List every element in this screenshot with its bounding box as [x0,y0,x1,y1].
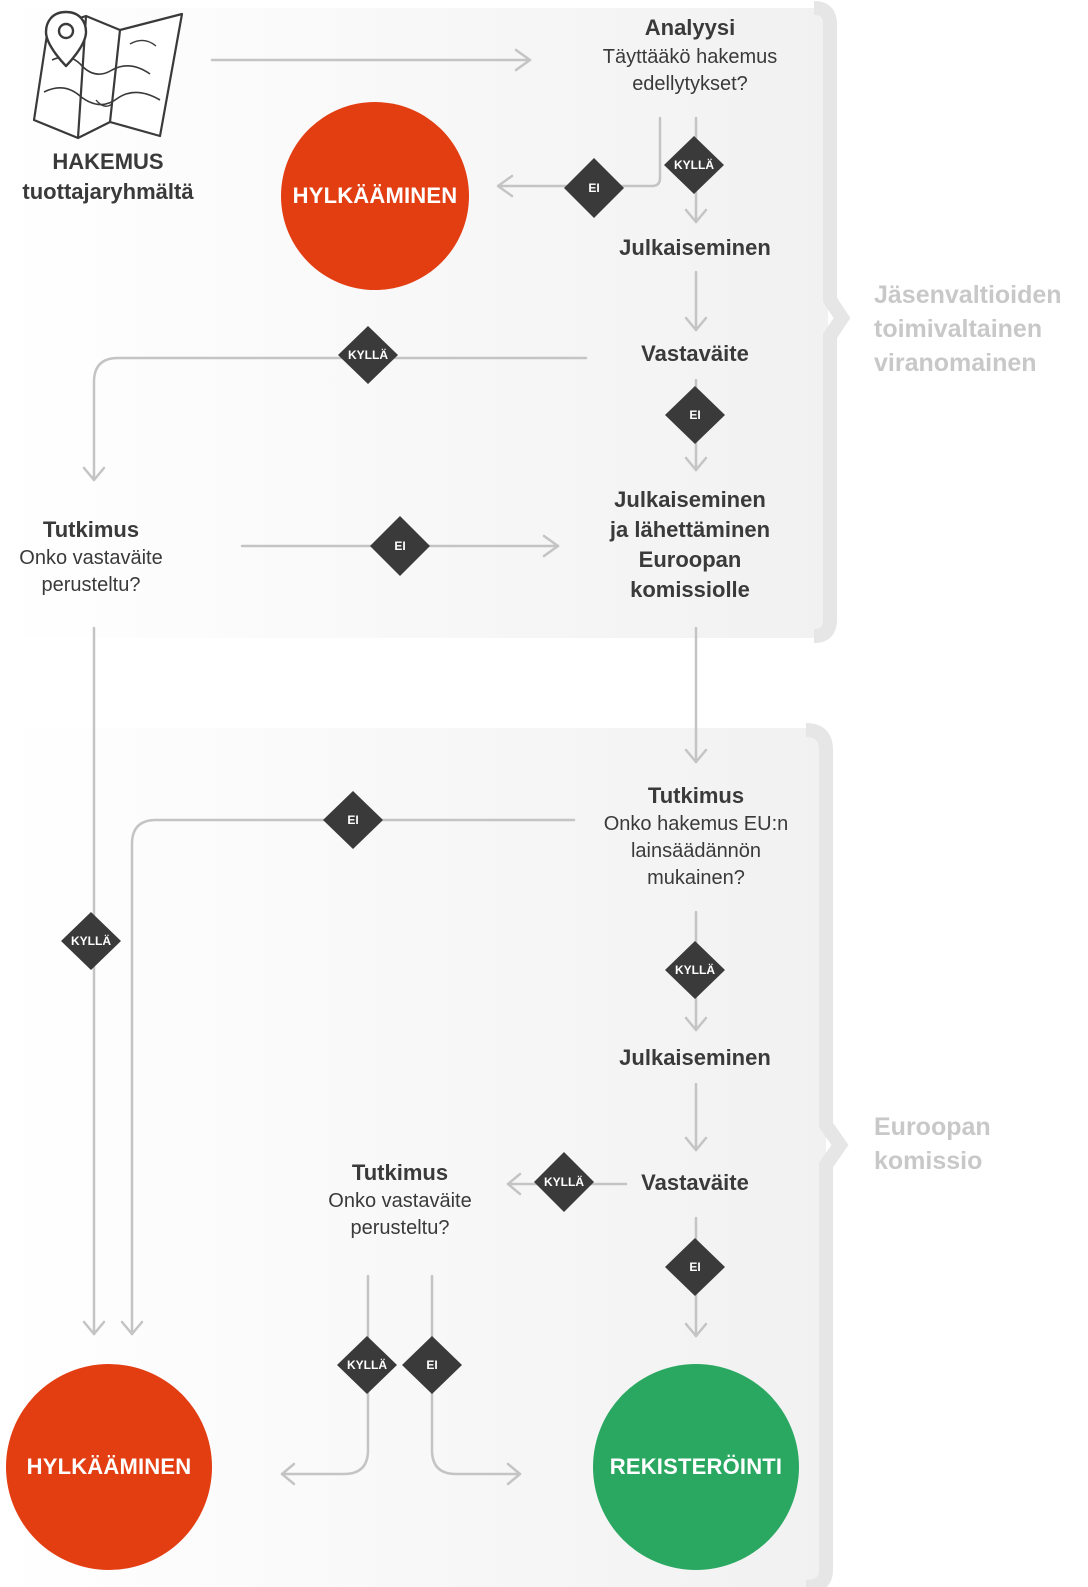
decision-commission-examination-no-label: EI [347,813,358,827]
examination-title: Tutkimus [42,517,140,542]
arrow-opposition-examination-reject [280,1274,370,1476]
commission-examination-question-line-3: mukainen? [647,867,745,889]
decision-commission-examination-no: EI [323,791,383,849]
commission-authority-line-2: komissio [874,1147,983,1175]
analysis-title: Analyysi [644,15,736,40]
decision-analysis-no-label: EI [588,181,599,195]
send-line-3: Euroopan [638,547,742,572]
decision-examination-yes: KYLLÄ [61,912,121,970]
register-circle: REKISTERÖINTI [593,1364,799,1570]
decision-opposition-no: EI [665,386,725,444]
opposition-node: Vastaväite [641,341,749,366]
decision-examination-no: EI [370,516,430,576]
decision-examination-yes-label: KYLLÄ [71,933,111,948]
arrow-commission-examination-reject [130,818,576,1336]
member-state-authority-label: Jäsenvaltioiden toimivaltainen viranomai… [874,278,1062,380]
application-subtitle: tuottajaryhmältä [22,179,194,204]
decision-opposition-yes: KYLLÄ [338,326,398,384]
decision-analysis-no: EI [564,158,624,218]
commission-authority-line-1: Euroopan [874,1113,991,1141]
decision-opposition-examination-no-label: EI [426,1358,437,1372]
commission-examination-question-line-2: lainsäädännön [630,840,762,862]
decision-commission-opposition-no: EI [665,1238,725,1296]
analysis-question-line-2: edellytykset? [632,73,748,95]
commission-publication-node: Julkaiseminen [619,1045,771,1070]
decision-commission-examination-yes: KYLLÄ [665,941,725,999]
reject-label: HYLKÄÄMINEN [292,183,458,208]
publication-node: Julkaiseminen [619,235,771,260]
register-label: REKISTERÖINTI [609,1454,783,1479]
opposition-examination-question-line-2: perusteltu? [350,1217,450,1239]
reject-circle-final: HYLKÄÄMINEN [6,1364,212,1570]
decision-commission-examination-yes-label: KYLLÄ [675,962,715,977]
member-state-authority-line-2: toimivaltainen [874,315,1043,343]
decision-analysis-yes-label: KYLLÄ [674,157,714,172]
decision-opposition-yes-label: KYLLÄ [348,347,388,362]
commission-authority-label: Euroopan komissio [874,1110,991,1178]
commission-opposition-node: Vastaväite [641,1170,749,1195]
arrow-analysis-reject [498,116,662,188]
arrow-opposition-examination [92,356,588,482]
examination-question-line-2: perusteltu? [41,574,141,596]
decision-opposition-examination-yes: KYLLÄ [337,1336,397,1394]
reject-circle-member-state: HYLKÄÄMINEN [281,102,469,290]
decision-opposition-no-label: EI [689,408,700,422]
send-line-4: komissiolle [630,577,750,602]
decision-commission-opposition-yes: KYLLÄ [534,1152,594,1212]
decision-opposition-examination-yes-label: KYLLÄ [347,1357,387,1372]
member-state-bracket [813,1,851,643]
commission-examination-title: Tutkimus [647,783,745,808]
final-reject-label: HYLKÄÄMINEN [26,1454,192,1479]
analysis-question-line-1: Täyttääkö hakemus [602,46,778,68]
commission-examination-question-line-1: Onko hakemus EU:n [603,813,789,835]
commission-bracket [805,723,849,1587]
application-title: HAKEMUS [52,149,164,174]
send-line-2: ja lähettäminen [609,517,771,542]
send-line-1: Julkaiseminen [614,487,766,512]
decision-opposition-examination-no: EI [402,1336,462,1394]
opposition-examination-title: Tutkimus [351,1160,449,1185]
member-state-authority-line-3: viranomainen [874,349,1037,377]
member-state-authority-line-1: Jäsenvaltioiden [874,281,1062,309]
arrow-opposition-examination-register [430,1274,522,1476]
examination-question-line-1: Onko vastaväite [19,547,163,569]
map-with-pin-icon [32,10,184,140]
decision-analysis-yes: KYLLÄ [664,136,724,194]
decision-examination-no-label: EI [394,539,405,553]
decision-commission-opposition-yes-label: KYLLÄ [544,1174,584,1189]
decision-commission-opposition-no-label: EI [689,1260,700,1274]
opposition-examination-question-line-1: Onko vastaväite [328,1190,472,1212]
